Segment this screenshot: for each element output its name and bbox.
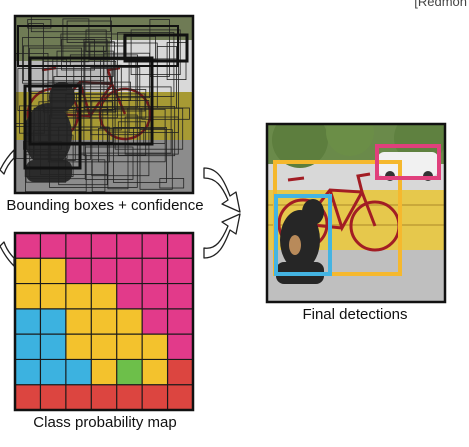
bbox-panel (13, 14, 195, 195)
candidate-box (22, 45, 104, 82)
grid-cell-yellow (116, 334, 143, 360)
grid-lines (15, 233, 193, 410)
candidate-box (83, 106, 176, 157)
candidate-box (128, 58, 179, 133)
grid-cell-blue (40, 308, 67, 335)
grid-cell-pink (167, 334, 194, 360)
candidate-boxes (15, 16, 190, 193)
grid-cell-pink (167, 258, 194, 285)
detection-box-car (375, 144, 441, 180)
grid-cell-pink (142, 308, 169, 335)
grid-cell-pink (65, 258, 92, 285)
candidate-box (61, 38, 95, 71)
grid-cell-red (167, 359, 194, 386)
grid-cell-yellow (65, 308, 92, 335)
grid-cell-red (15, 384, 41, 411)
grid-cell-pink (116, 233, 143, 259)
class-grid (15, 233, 194, 411)
grid-cell-yellow (91, 359, 118, 386)
grid-cell-yellow (40, 258, 67, 285)
grid-cell-yellow (116, 308, 143, 335)
grid-cell-pink (91, 258, 118, 285)
grid-cell-green (116, 359, 143, 386)
grid-cell-yellow (65, 283, 92, 310)
candidate-box (91, 159, 106, 193)
grid-cell-pink (167, 233, 194, 259)
candidate-box (19, 105, 45, 134)
grid-cell-yellow (65, 334, 92, 360)
grid-cell-blue (65, 359, 92, 386)
candidate-box (107, 131, 129, 190)
grid-cell-yellow (91, 308, 118, 335)
bbox-label: Bounding boxes + confidence (6, 197, 204, 214)
classmap-label: Class probability map (33, 414, 177, 431)
candidate-box (17, 68, 113, 111)
grid-cell-pink (142, 283, 169, 310)
grid-cell-yellow (15, 258, 41, 285)
candidate-box (47, 81, 131, 101)
grid-cell-pink (167, 308, 194, 335)
grid-cell-pink (15, 233, 41, 259)
grid-cell-pink (116, 283, 143, 310)
grid-cell-red (40, 384, 67, 411)
grid-cell-pink (167, 283, 194, 310)
candidate-box (85, 29, 107, 53)
candidate-box (56, 50, 114, 77)
candidate-box (84, 41, 115, 111)
grid-cell-blue (15, 308, 41, 335)
candidate-box (113, 127, 167, 184)
grid-cell-red (142, 384, 169, 411)
candidate-box (76, 93, 146, 112)
detection-boxes (273, 144, 441, 276)
grid-cell-red (91, 384, 118, 411)
final-label: Final detections (302, 306, 408, 323)
curved-arrow-icon (0, 149, 241, 267)
candidate-box (33, 107, 68, 156)
car-graphic (378, 152, 438, 176)
candidate-box (66, 20, 112, 44)
candidate-box (141, 107, 190, 120)
grid-cell-pink (91, 233, 118, 259)
grid-cell-pink (65, 233, 92, 259)
grid-cell-red (116, 384, 143, 411)
candidate-box (139, 129, 173, 190)
grid-cell-red (65, 384, 92, 411)
candidate-box (159, 178, 185, 189)
final-panel (265, 122, 447, 304)
grid-cell-yellow (142, 359, 169, 386)
candidate-box (62, 18, 90, 63)
corner-citation: [Redmon (414, 0, 467, 9)
grid-cell-blue (40, 359, 67, 386)
grid-cell-blue (15, 334, 41, 360)
grid-cell-yellow (15, 283, 41, 310)
candidate-box (27, 19, 52, 29)
class-map-panel (13, 231, 195, 412)
detection-box-dog (274, 194, 332, 276)
candidate-box (130, 29, 181, 76)
grid-cell-yellow (91, 283, 118, 310)
grid-cell-yellow (142, 334, 169, 360)
candidate-box (149, 19, 170, 77)
confident-boxes (17, 25, 189, 170)
grid-cell-red (167, 384, 194, 411)
grid-cell-yellow (40, 283, 67, 310)
grid-cell-pink (142, 258, 169, 285)
grid-cell-pink (116, 258, 143, 285)
grid-cell-yellow (91, 334, 118, 360)
candidate-box (38, 101, 114, 143)
grid-cell-blue (40, 334, 67, 360)
candidate-box (117, 32, 175, 97)
grid-cell-pink (40, 233, 67, 259)
grid-cell-pink (142, 233, 169, 259)
grid-cell-blue (15, 359, 41, 386)
candidate-box (49, 114, 138, 188)
